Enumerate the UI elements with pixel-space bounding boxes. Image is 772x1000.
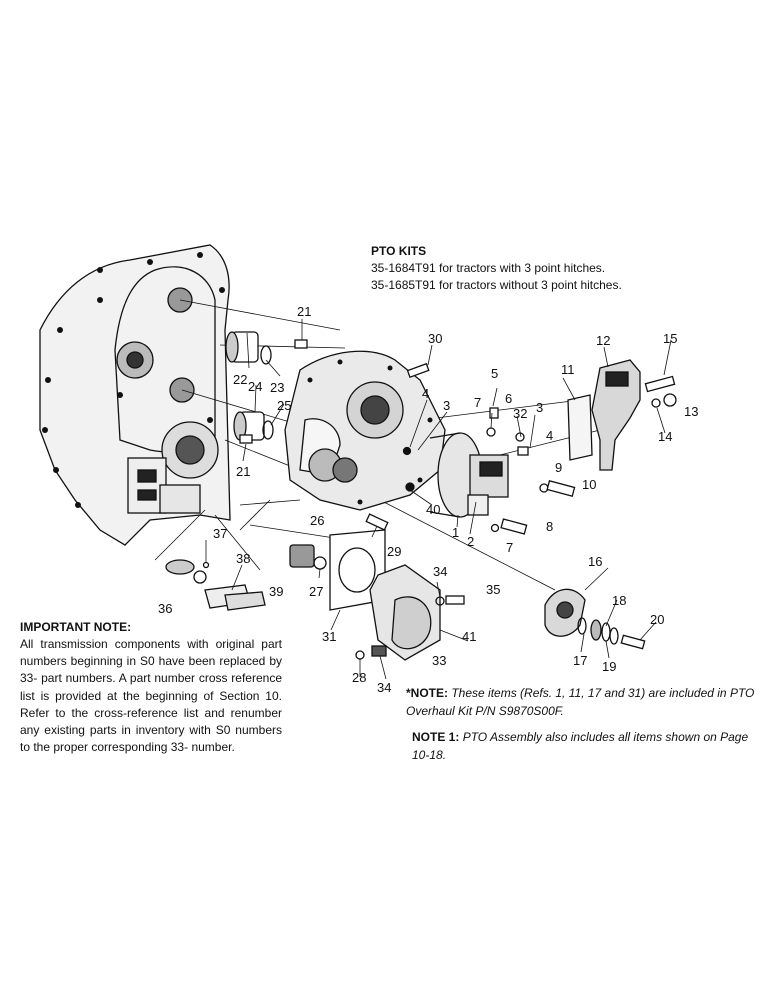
- note-1-text: PTO Assembly also includes all items sho…: [412, 730, 749, 762]
- callout-22: 22: [233, 372, 247, 387]
- callout-20: 20: [650, 612, 664, 627]
- pto-kit-line-2: 35-1685T91 for tractors without 3 point …: [371, 278, 622, 292]
- callout-21: 21: [297, 304, 311, 319]
- callout-4: 4: [422, 386, 429, 401]
- callout-24: 24: [248, 379, 262, 394]
- callout-9: 9: [555, 460, 562, 475]
- callout-12: 12: [596, 333, 610, 348]
- callout-4: 4: [546, 428, 553, 443]
- important-note-body: All transmission components with origina…: [20, 637, 282, 755]
- callout-38: 38: [236, 551, 250, 566]
- callout-15: 15: [663, 331, 677, 346]
- callout-3: 3: [536, 400, 543, 415]
- callout-37: 37: [213, 526, 227, 541]
- transmission-housing: [39, 244, 231, 546]
- callout-3: 3: [443, 398, 450, 413]
- callout-41: 41: [462, 629, 476, 644]
- callout-23: 23: [270, 380, 284, 395]
- callout-7: 7: [474, 395, 481, 410]
- pto-kit-line-1: 35-1684T91 for tractors with 3 point hit…: [371, 261, 606, 275]
- callout-36: 36: [158, 601, 172, 616]
- bearings-and-rings: [225, 331, 308, 444]
- star-note: *NOTE: These items (Refs. 1, 11, 17 and …: [406, 684, 756, 720]
- callout-25: 25: [277, 398, 291, 413]
- pto-kits-title: PTO KITS: [371, 244, 427, 258]
- callout-39: 39: [269, 584, 283, 599]
- important-note-title: IMPORTANT NOTE:: [20, 620, 132, 634]
- pto-housing: [284, 350, 446, 511]
- callout-33: 33: [432, 653, 446, 668]
- callout-27: 27: [309, 584, 323, 599]
- note-1-label: NOTE 1:: [412, 730, 460, 744]
- callout-17: 17: [573, 653, 587, 668]
- fasteners: [365, 362, 576, 535]
- callout-31: 31: [322, 629, 336, 644]
- callout-11: 11: [561, 362, 575, 377]
- star-note-text: These items (Refs. 1, 11, 17 and 31) are…: [406, 686, 755, 718]
- callout-10: 10: [582, 477, 596, 492]
- alignment-lines: [154, 299, 601, 591]
- callout-30: 30: [428, 331, 442, 346]
- callout-26: 26: [310, 513, 324, 528]
- important-note: IMPORTANT NOTE: All transmission compone…: [20, 619, 282, 756]
- note-1: NOTE 1: PTO Assembly also includes all i…: [412, 728, 757, 764]
- output-flange: [544, 588, 646, 650]
- filter-parts: [165, 559, 266, 611]
- callout-32: 32: [513, 406, 527, 421]
- star-note-label: *NOTE:: [406, 686, 448, 700]
- callout-2: 2: [467, 534, 474, 549]
- callout-18: 18: [612, 593, 626, 608]
- pto-kits-block: PTO KITS 35-1684T91 for tractors with 3 …: [371, 243, 671, 294]
- callout-5: 5: [491, 366, 498, 381]
- callout-13: 13: [684, 404, 698, 419]
- callout-numbers: 1 2 3 3 4 4 5 6 7 7 8 9 10 11 12 13 14 1…: [158, 304, 698, 695]
- callout-34: 34: [377, 680, 391, 695]
- clutch-pack: [429, 432, 509, 518]
- callout-14: 14: [658, 429, 672, 444]
- leader-lines: [205, 319, 672, 680]
- callout-21: 21: [236, 464, 250, 479]
- callout-7: 7: [506, 540, 513, 555]
- callout-16: 16: [588, 554, 602, 569]
- callout-19: 19: [602, 659, 616, 674]
- callout-1: 1: [452, 525, 459, 540]
- callout-29: 29: [387, 544, 401, 559]
- valve-assembly: [567, 359, 677, 471]
- callout-8: 8: [546, 519, 553, 534]
- callout-6: 6: [505, 391, 512, 406]
- callout-34: 34: [433, 564, 447, 579]
- callout-35: 35: [486, 582, 500, 597]
- callout-28: 28: [352, 670, 366, 685]
- callout-40: 40: [426, 502, 440, 517]
- pump-assembly: [289, 529, 465, 661]
